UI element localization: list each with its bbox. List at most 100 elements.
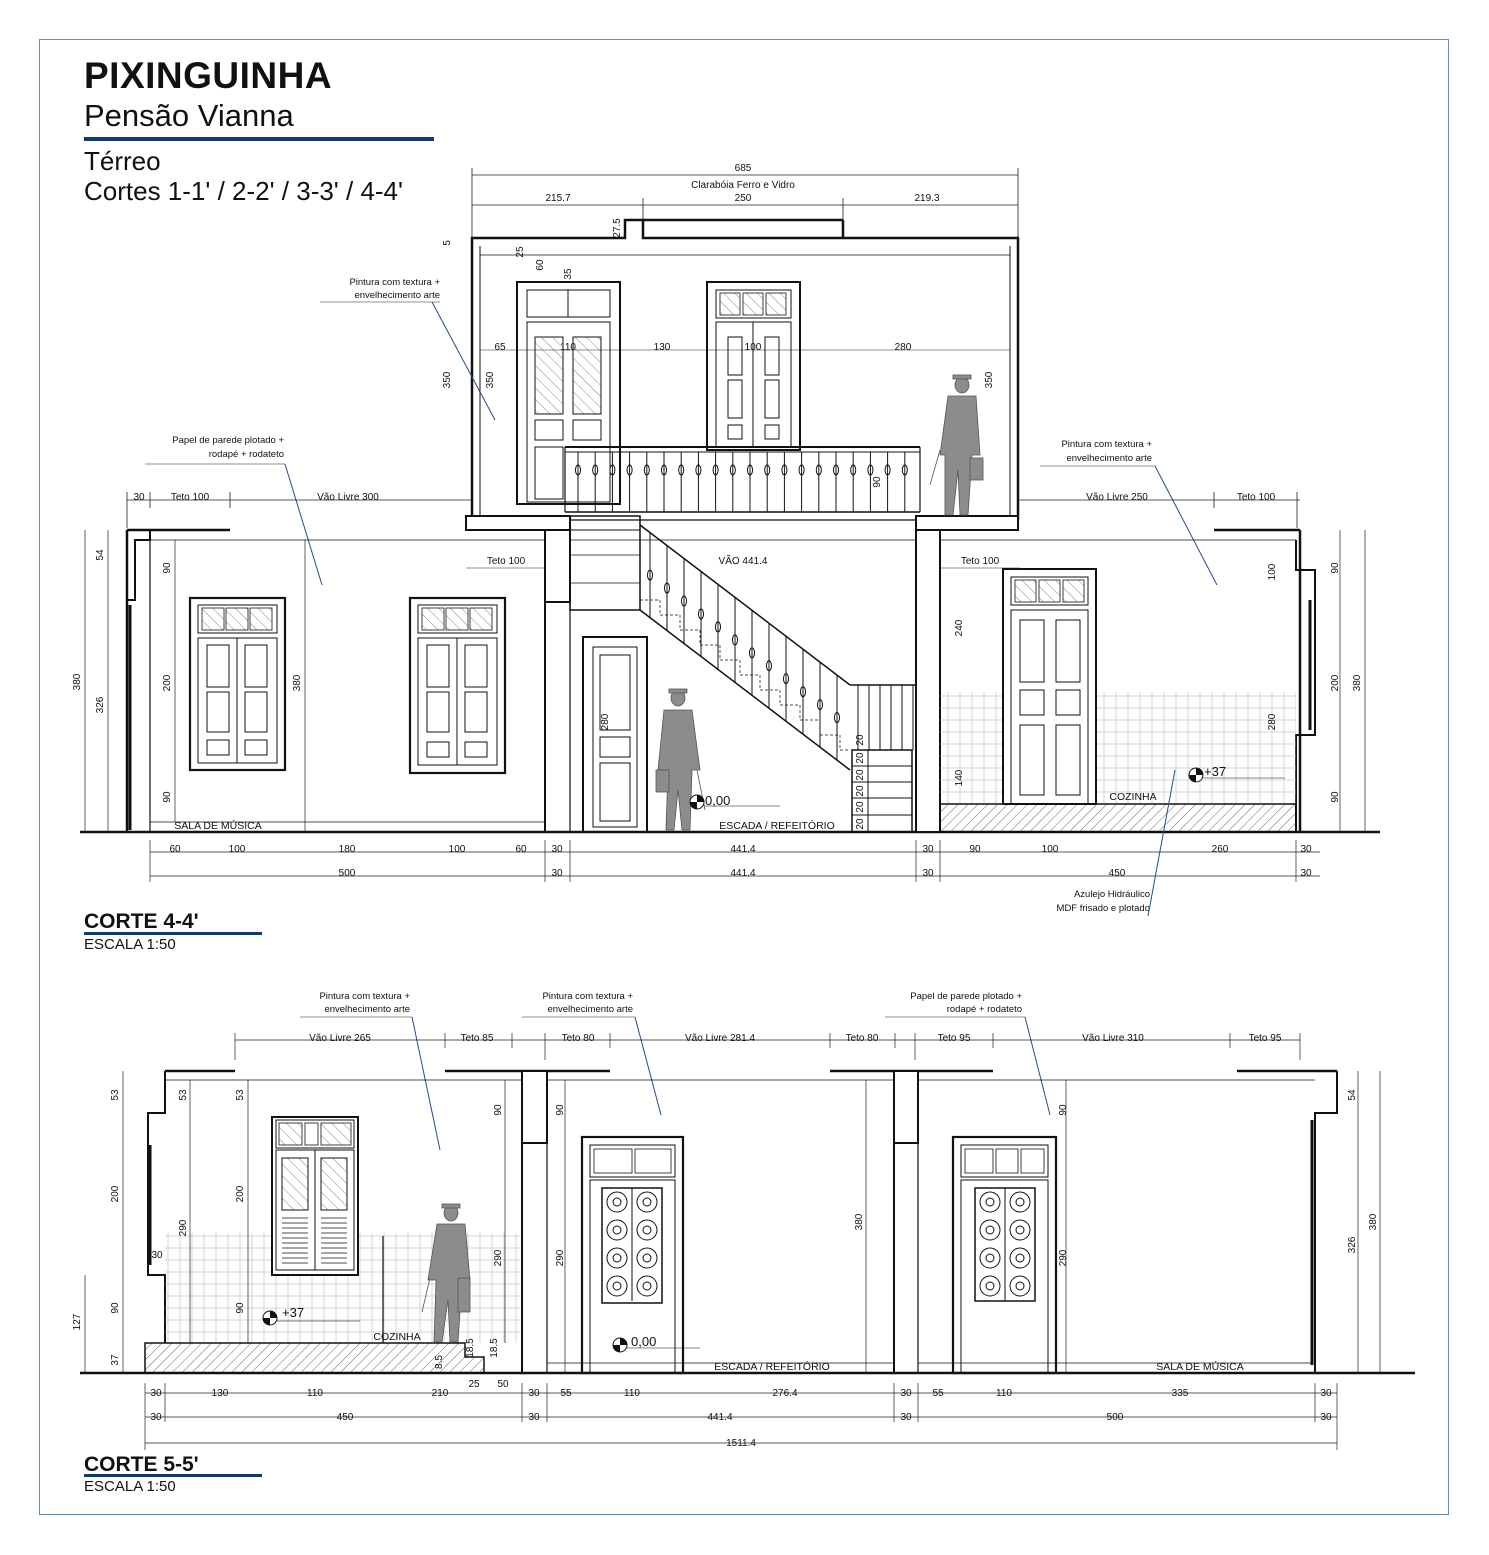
window-kitchen	[271, 1116, 359, 1276]
upper-balustrade	[564, 446, 921, 513]
stair-baluster-knob	[766, 660, 772, 672]
baluster-knob	[764, 464, 771, 476]
h55-53a: 53	[110, 1089, 121, 1101]
dim-5: 5	[442, 240, 453, 246]
stair-baluster-knob	[732, 634, 738, 646]
b55r2-500: 500	[1107, 1412, 1124, 1423]
level-0-label: 0,00	[705, 793, 730, 808]
h-200-right: 200	[1330, 674, 1341, 691]
room-musica: SALA DE MÚSICA	[1156, 1360, 1244, 1373]
h55-290a: 290	[178, 1219, 189, 1236]
section-4-4-rule	[84, 932, 262, 935]
stair-baluster-knob	[647, 569, 653, 581]
dim-rail-90: 90	[872, 476, 883, 488]
section-4-4-scale: ESCALA 1:50	[84, 936, 176, 953]
note-paint-left-1: Pintura com textura +	[349, 277, 440, 288]
bottom-dimension-lines	[149, 840, 1320, 882]
dim-250: 250	[735, 193, 752, 204]
note-paint-1-a: Pintura com textura +	[319, 991, 410, 1002]
c55-teto-95b: Teto 95	[1249, 1033, 1282, 1044]
b55r2-30c: 30	[900, 1412, 912, 1423]
stair-baluster-knob	[783, 673, 789, 685]
c55-teto-80a: Teto 80	[562, 1033, 595, 1044]
h55-380: 380	[854, 1213, 865, 1230]
b55-overall: 1511.4	[726, 1438, 756, 1449]
dim-215-7: 215.7	[545, 193, 570, 204]
dim-350-outer: 350	[442, 371, 453, 388]
baluster-knob	[815, 464, 822, 476]
dim-130: 130	[654, 342, 671, 353]
center-pillars	[544, 529, 941, 833]
figure-kitchen	[421, 1203, 471, 1343]
room-escada: ESCADA / REFEITÓRIO	[719, 819, 835, 832]
dim-60: 60	[535, 259, 546, 271]
height-dimension-lines	[84, 1071, 1381, 1373]
section-5-5-title: CORTE 5-5'	[84, 1453, 199, 1476]
b55-276: 276.4	[772, 1388, 797, 1399]
section-5-5-pillars	[521, 1070, 919, 1373]
note-wallpaper-b: rodapé + rodateto	[947, 1004, 1022, 1015]
grille-scroll	[606, 1219, 628, 1241]
b55r2-441: 441.4	[707, 1412, 732, 1423]
h-90-right-bottom: 90	[1330, 791, 1341, 803]
b1-60: 60	[169, 844, 181, 855]
baluster-knob	[867, 464, 874, 476]
stair-baluster-knob	[698, 608, 704, 620]
b1-441: 441.4	[730, 844, 755, 855]
b55-110b: 110	[624, 1388, 640, 1399]
h55-53b: 53	[178, 1089, 189, 1101]
raised-floor-5	[144, 1342, 485, 1374]
grille-scroll-inner	[985, 1253, 995, 1263]
step-6: 20	[855, 734, 866, 746]
b1-100a: 100	[229, 844, 246, 855]
level-0-label: 0,00	[631, 1334, 656, 1349]
h55-200b: 200	[235, 1185, 246, 1202]
teto-mid-right: Teto 100	[961, 556, 1000, 567]
sheet-floor: Térreo	[84, 146, 161, 176]
baluster-knob	[592, 464, 599, 476]
baluster-knob	[626, 464, 633, 476]
level-marker-0	[689, 794, 780, 810]
grille-scroll	[1009, 1219, 1031, 1241]
h-200: 200	[162, 674, 173, 691]
room-escada: ESCADA / REFEITÓRIO	[714, 1360, 830, 1373]
b55-30d: 30	[1320, 1388, 1332, 1399]
grille-scroll-inner	[642, 1253, 652, 1263]
grille-scroll	[979, 1275, 1001, 1297]
stair-baluster-knob	[817, 699, 823, 711]
height-dimension-lines	[84, 530, 1366, 832]
h55-185a: 18.5	[465, 1338, 476, 1358]
grille-scroll-inner	[642, 1281, 652, 1291]
dim-35: 35	[563, 268, 574, 280]
b1-90: 90	[969, 844, 981, 855]
vao-left: Vão Livre 300	[317, 492, 379, 503]
door-kitchen	[1002, 568, 1097, 805]
b55-210: 210	[432, 1388, 449, 1399]
b55r2-30d: 30	[1320, 1412, 1332, 1423]
b55-55b: 55	[932, 1388, 944, 1399]
h-140: 140	[954, 769, 965, 786]
step-4: 20	[855, 801, 866, 813]
grille-scroll	[606, 1275, 628, 1297]
b2-30a: 30	[551, 868, 563, 879]
grille-scroll	[636, 1275, 658, 1297]
baluster-knob	[884, 464, 891, 476]
b1-30c: 30	[1300, 844, 1312, 855]
b55-25: 25	[468, 1379, 480, 1390]
grille-scroll	[1009, 1191, 1031, 1213]
h55-90b: 90	[235, 1302, 246, 1314]
note-tile-2: MDF frisado e plotado	[1057, 903, 1150, 914]
b1-100b: 100	[449, 844, 466, 855]
h55-290c: 290	[555, 1249, 566, 1266]
stair-baluster-knob	[715, 621, 721, 633]
baluster-knob	[781, 464, 788, 476]
dim-65: 65	[494, 342, 506, 353]
h-54: 54	[95, 549, 106, 561]
door-stair-room	[582, 636, 648, 833]
window-left	[188, 596, 287, 772]
note-paint-1-b: envelhecimento arte	[324, 1004, 410, 1015]
grille-scroll-inner	[985, 1281, 995, 1291]
b55-110a: 110	[307, 1388, 323, 1399]
h55-30: 30	[151, 1250, 163, 1261]
